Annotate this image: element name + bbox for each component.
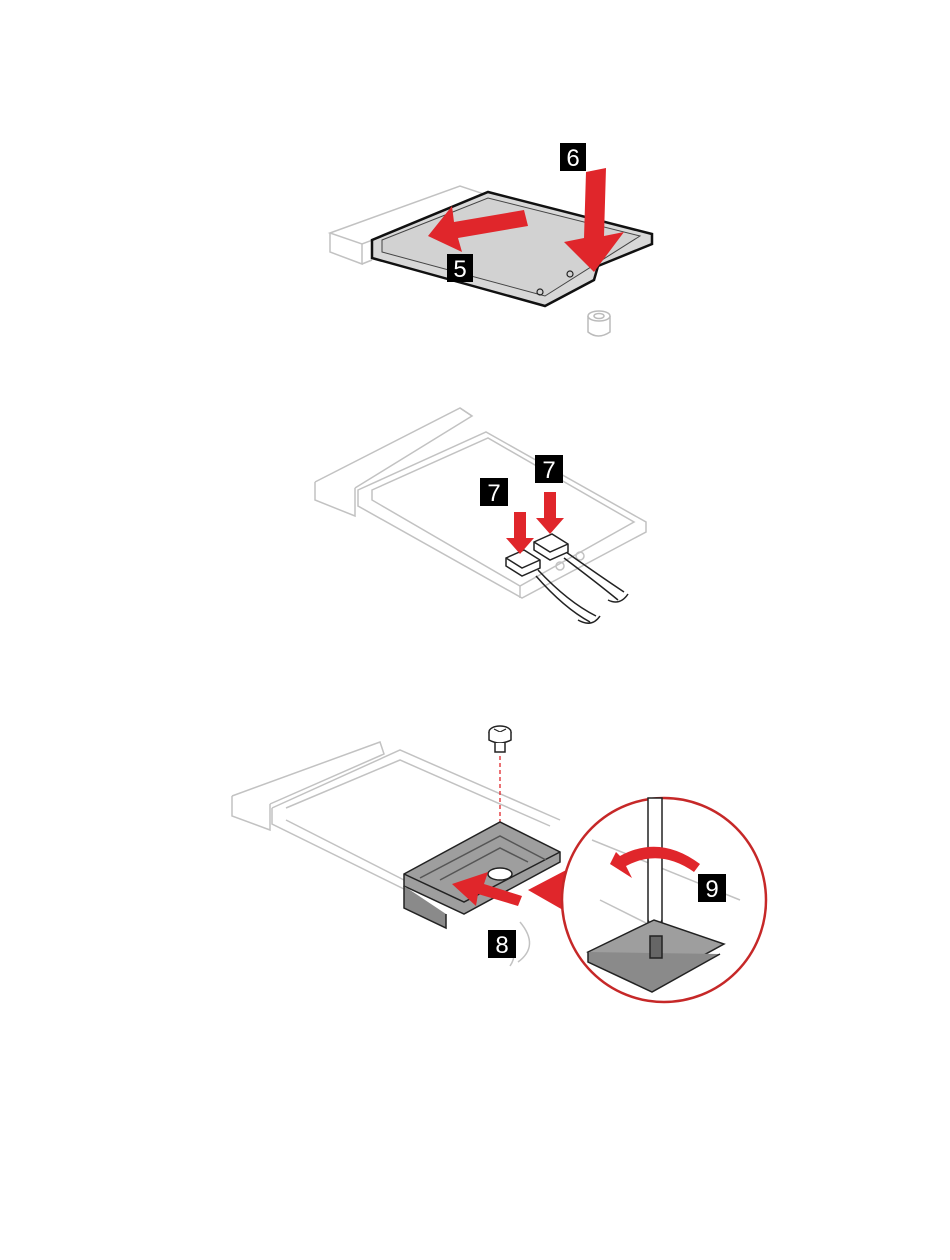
badge-step-7-right: 7: [535, 455, 563, 484]
arrow-step-7-right: [536, 492, 564, 534]
cable-connector-right: [534, 534, 568, 560]
badge-step-5-label: 5: [453, 256, 466, 283]
badge-step-6: 6: [560, 143, 586, 172]
badge-step-9-label: 9: [705, 876, 718, 903]
badge-step-8: 8: [488, 930, 516, 959]
badge-step-7-right-label: 7: [542, 457, 555, 484]
badge-step-9: 9: [698, 874, 726, 903]
m2-slot: [315, 408, 472, 516]
wireless-card: [358, 432, 646, 598]
standoff: [588, 311, 610, 336]
diagram-panel-secure-bracket: 9 8: [0, 700, 950, 1020]
m2-slot: [232, 742, 384, 830]
badge-step-5: 5: [447, 254, 473, 283]
antenna-cable-right: [564, 552, 628, 602]
screwdriver-icon: [648, 798, 662, 938]
arrow-step-7-left: [506, 512, 534, 554]
badge-step-6-label: 6: [566, 145, 579, 172]
diagram-panel-insert-card: 5 6: [0, 0, 950, 360]
screw: [489, 726, 511, 752]
diagram-panel-connect-cables: 7 7: [0, 380, 950, 660]
badge-step-7-left-label: 7: [487, 480, 500, 507]
cable-connector-left: [506, 550, 540, 576]
insert-card-illustration: 5 6: [0, 0, 950, 360]
badge-step-7-left: 7: [480, 478, 508, 507]
secure-bracket-illustration: 9 8: [0, 700, 950, 1020]
connect-cables-illustration: 7 7: [0, 380, 950, 660]
zoom-detail: 9: [562, 798, 766, 1002]
badge-step-8-label: 8: [495, 932, 508, 959]
